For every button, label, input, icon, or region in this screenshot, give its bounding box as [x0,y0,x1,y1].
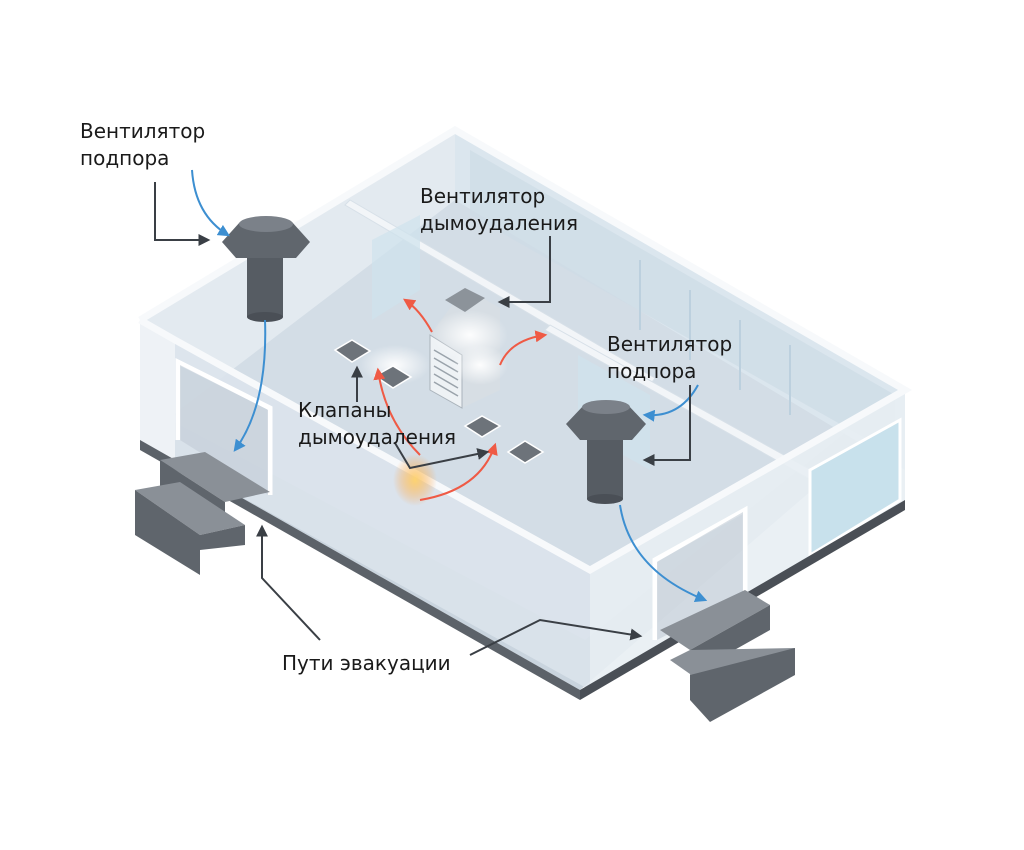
fresh-air-arrows [191,169,708,603]
label-line: подпора [80,146,170,170]
partition-wall-1 [344,199,656,386]
label-line: Клапаны [298,398,392,422]
label-supply-fan-right: Вентилятор подпора [607,331,732,385]
supply-fan-left-icon [222,216,310,322]
smoke-exhaust-unit-icon [429,288,508,409]
slab-edge [140,440,580,700]
label-line: Вентилятор [80,119,206,143]
back-wall-right-glass [470,150,895,455]
right-glass-door [808,417,902,558]
label-line: дымоудаления [420,211,579,235]
door-frames [175,357,748,640]
label-line: дымоудаления [298,425,457,449]
front-wall [175,340,590,690]
door-opening-left [180,365,268,495]
label-line: Вентилятор [607,332,733,356]
label-line: подпора [607,359,697,383]
front-wall-left [140,320,175,460]
supply-fan-right-icon [566,400,646,504]
label-supply-fan-left: Вентилятор подпора [80,118,205,172]
label-escape-routes: Пути эвакуации [282,650,451,677]
windows [639,260,791,415]
stairs-left-icon [135,452,270,575]
label-line: Пути эвакуации [282,651,451,675]
label-smoke-dampers: Клапаны дымоудаления [298,397,456,451]
smoke-arrows [373,298,548,501]
pointer-arrows [154,182,691,656]
label-smoke-exhaust-fan: Вентилятор дымоудаления [420,183,578,237]
wall-top-outline [138,125,913,575]
stairs-right-icon [660,590,795,722]
label-line: Вентилятор [420,184,546,208]
door-opening-right [657,512,743,640]
fire-glow [393,454,437,506]
partition-glass-1 [372,215,420,320]
